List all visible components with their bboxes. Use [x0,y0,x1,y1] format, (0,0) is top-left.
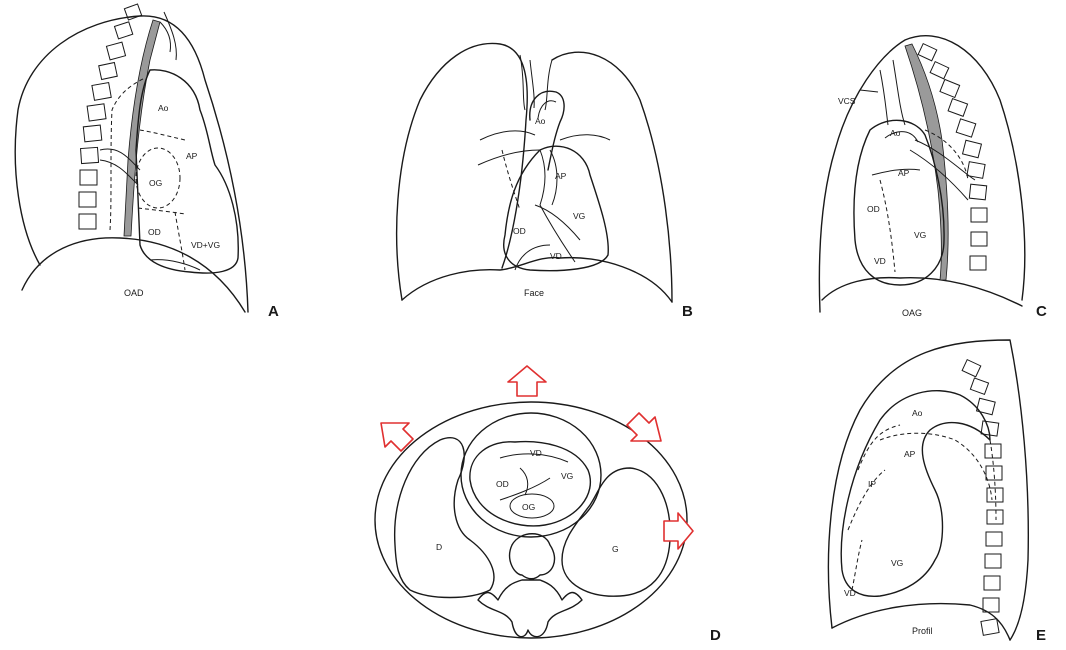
panel-a-caption: OAD [124,288,144,298]
panel-e-caption: Profil [912,626,933,636]
panel-d-label-g: G [612,544,619,554]
panel-c: VCS Ao AP OD VG VD OAG C [819,36,1047,320]
panel-b-letter: B [682,303,693,320]
panel-d-left-lung [562,468,670,596]
panel-c-label-ap: AP [898,168,910,178]
panel-a-label-ap: AP [186,151,198,161]
panel-a-label-og: OG [149,178,162,188]
panel-b-label-vg: VG [573,211,585,221]
panel-a-label-ao: Ao [158,103,169,113]
panel-e-label-vg: VG [891,558,903,568]
panel-c-label-ao: Ao [890,128,901,138]
panel-c-spine [918,44,987,270]
panel-d-label-og: OG [522,502,535,512]
panel-b-label-ao: Ao [535,116,546,126]
panel-d-label-vd: VD [530,448,542,458]
panel-a-label-vdvg: VD+VG [191,240,220,250]
panel-e: Ao AP IP VG VD Profil E [828,340,1046,644]
panel-b: Ao AP VG OD VD Face B [397,43,693,320]
panel-d-spine [478,534,582,637]
panel-a: Ao AP OG OD VD+VG OAD A [15,4,279,320]
panel-e-label-ao: Ao [912,408,923,418]
panel-c-label-vd: VD [874,256,886,266]
panel-c-label-od: OD [867,204,880,214]
panel-b-label-vd: VD [550,251,562,261]
panel-c-letter: C [1036,303,1047,320]
panel-b-label-ap: AP [555,171,567,181]
panel-c-label-vg: VG [914,230,926,240]
panel-d-label-vg: VG [561,471,573,481]
panel-e-label-ip: IP [868,479,876,489]
view-arrow-right [664,513,693,549]
panel-d-right-lung [395,438,494,598]
panel-d-label-d: D [436,542,442,552]
panel-b-label-od: OD [513,226,526,236]
panel-a-letter: A [268,303,279,320]
panel-b-left-lung [552,52,672,302]
panel-e-label-ap: AP [904,449,916,459]
panel-e-label-vd: VD [844,588,856,598]
panel-c-label-vcs: VCS [838,96,856,106]
panel-d-letter: D [710,627,721,644]
panel-e-heart [841,391,990,597]
panel-c-caption: OAG [902,308,922,318]
panel-e-spine [962,360,1003,636]
panel-e-letter: E [1036,627,1046,644]
panel-b-caption: Face [524,288,544,298]
panel-c-descending-aorta [905,44,948,280]
panel-a-label-od: OD [148,227,161,237]
panel-d-label-od: OD [496,479,509,489]
panel-c-diaphragm [822,278,1022,306]
panel-b-aorta [530,91,564,170]
panel-c-heart [854,120,944,285]
panel-a-descending-aorta [124,20,160,236]
view-arrow-up [508,366,546,396]
panel-d: VD OD VG OG D G D [375,366,721,644]
view-arrow-right-up [627,413,661,441]
panel-e-lung-outline [828,340,1028,640]
